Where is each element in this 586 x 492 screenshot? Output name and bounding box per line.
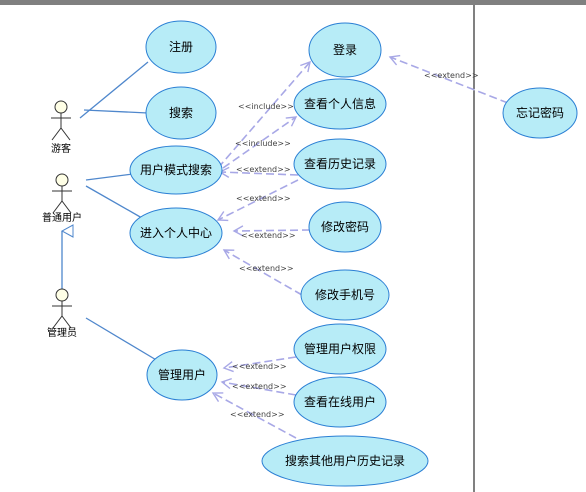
usecase-manage-permissions[interactable]: 管理用户权限 (293, 323, 387, 375)
actor-admin[interactable] (52, 288, 72, 329)
dependency-lines (211, 54, 509, 439)
actor-label: 游客 (51, 142, 71, 155)
usecase-label: 忘记密码 (516, 105, 564, 120)
usecase-change-phone[interactable]: 修改手机号 (300, 269, 390, 321)
stereotype-labels: <<include>> <<include>> <<extend>> <<ext… (230, 71, 479, 419)
usecase-forgot-password[interactable]: 忘记密码 (502, 87, 578, 139)
extend-label: <<extend>> (232, 382, 287, 391)
usecase-label: 搜索其他用户历史记录 (285, 453, 405, 468)
usecase-label: 管理用户 (158, 367, 206, 382)
usecase-label: 查看在线用户 (304, 394, 376, 409)
usecase-manage-users[interactable]: 管理用户 (146, 349, 218, 401)
usecase-label: 注册 (169, 39, 193, 54)
use-cases: 注册 搜索 用户模式搜索 进入个人中心 管理用户 登录 查看个人信息 查看历史 (129, 20, 578, 487)
usecase-register[interactable]: 注册 (145, 20, 217, 74)
usecase-search-others-history[interactable]: 搜索其他用户历史记录 (261, 435, 429, 487)
usecase-user-mode-search[interactable]: 用户模式搜索 (129, 145, 223, 195)
usecase-search[interactable]: 搜索 (145, 86, 217, 140)
include-label: <<include>> (235, 139, 291, 148)
extend-label: <<extend>> (241, 231, 296, 240)
usecase-label: 登录 (333, 42, 357, 57)
usecase-view-info[interactable]: 查看个人信息 (293, 78, 387, 130)
extend-label: <<extend>> (232, 362, 287, 371)
usecase-label: 进入个人中心 (140, 225, 212, 240)
actor-visitor[interactable] (51, 100, 71, 141)
usecase-label: 查看个人信息 (304, 96, 376, 111)
usecase-login[interactable]: 登录 (308, 22, 382, 78)
usecase-label: 用户模式搜索 (140, 162, 212, 177)
include-label: <<include>> (238, 102, 294, 111)
actor-user[interactable] (52, 173, 72, 214)
usecase-label: 修改手机号 (315, 287, 375, 302)
usecase-view-online[interactable]: 查看在线用户 (293, 376, 387, 428)
actor-label: 普通用户 (42, 211, 82, 224)
usecase-label: 查看历史记录 (304, 157, 376, 171)
extend-label: <<extend>> (236, 194, 291, 203)
association-lines (62, 61, 159, 362)
extend-label: <<extend>> (230, 410, 285, 419)
usecase-label: 管理用户权限 (304, 341, 376, 356)
usecase-personal-center[interactable]: 进入个人中心 (129, 207, 223, 259)
usecase-view-history[interactable]: 查看历史记录 (293, 138, 387, 190)
extend-label: <<extend>> (424, 71, 479, 80)
extend-label: <<extend>> (239, 264, 294, 273)
usecase-change-password[interactable]: 修改密码 (308, 201, 382, 253)
usecase-label: 搜索 (169, 105, 193, 120)
usecase-label: 修改密码 (321, 219, 369, 234)
actor-label: 管理员 (47, 326, 77, 339)
top-bar (0, 0, 586, 5)
extend-label: <<extend>> (236, 165, 291, 174)
